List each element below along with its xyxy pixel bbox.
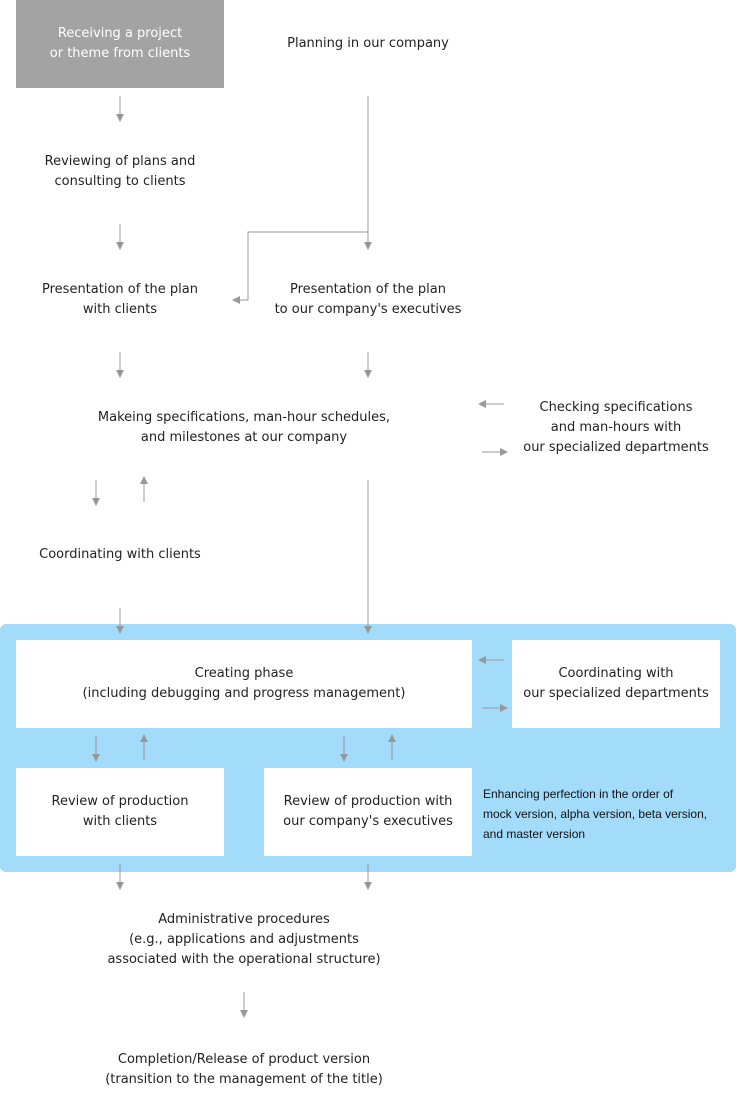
node-coordinating-departments: Coordinating with our specialized depart… xyxy=(512,640,720,728)
node-completion-release: Completion/Release of product version (t… xyxy=(105,1052,383,1087)
node-reviewing-plans: Reviewing of plans and consulting to cli… xyxy=(44,154,196,189)
node-creating-phase: Creating phase (including debugging and … xyxy=(16,640,472,728)
node-presentation-executives: Presentation of the plan to our company'… xyxy=(274,282,462,317)
version-order-note: Enhancing perfection in the order of moc… xyxy=(483,787,708,841)
node-checking-specifications: Checking specifications and man-hours wi… xyxy=(523,400,709,455)
arrow-planning-to-clients xyxy=(232,231,368,304)
node-receiving-project: Receiving a project or theme from client… xyxy=(16,0,224,88)
node-presentation-clients: Presentation of the plan with clients xyxy=(42,282,198,317)
node-review-clients: Review of production with clients xyxy=(16,768,224,856)
node-review-executives: Review of production with our company's … xyxy=(264,768,472,856)
node-coordinating-clients: Coordinating with clients xyxy=(39,547,201,562)
node-planning: Planning in our company xyxy=(287,36,449,51)
node-specifications: Makeing specifications, man-hour schedul… xyxy=(97,410,391,445)
node-administrative-procedures: Administrative procedures (e.g., applica… xyxy=(107,912,381,967)
